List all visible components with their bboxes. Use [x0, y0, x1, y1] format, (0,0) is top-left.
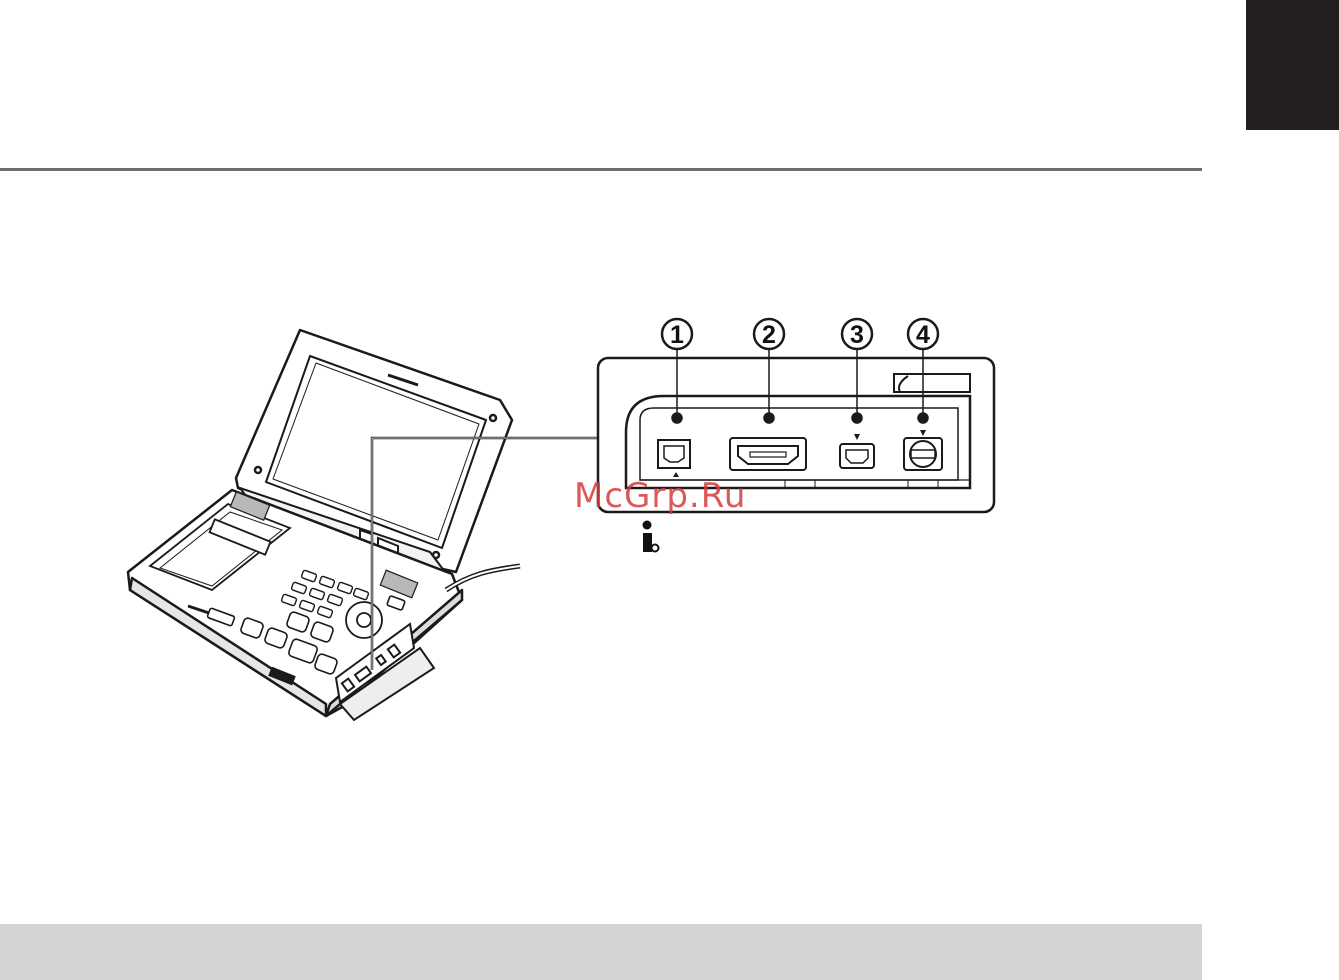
- callout-1: 1: [662, 319, 692, 349]
- callout-2-label: 2: [762, 321, 776, 349]
- callout-3-label: 3: [850, 321, 864, 349]
- callout-4: 4: [908, 319, 938, 349]
- callout-3: 3: [842, 319, 872, 349]
- footer-band: [0, 924, 1202, 980]
- callout-2: 2: [754, 319, 784, 349]
- callout-4-label: 4: [916, 321, 930, 349]
- watermark: McGrp.Ru: [574, 476, 746, 516]
- callout-1-label: 1: [670, 321, 684, 349]
- info-icon: [643, 521, 659, 553]
- hdmi-port-icon: [730, 438, 806, 470]
